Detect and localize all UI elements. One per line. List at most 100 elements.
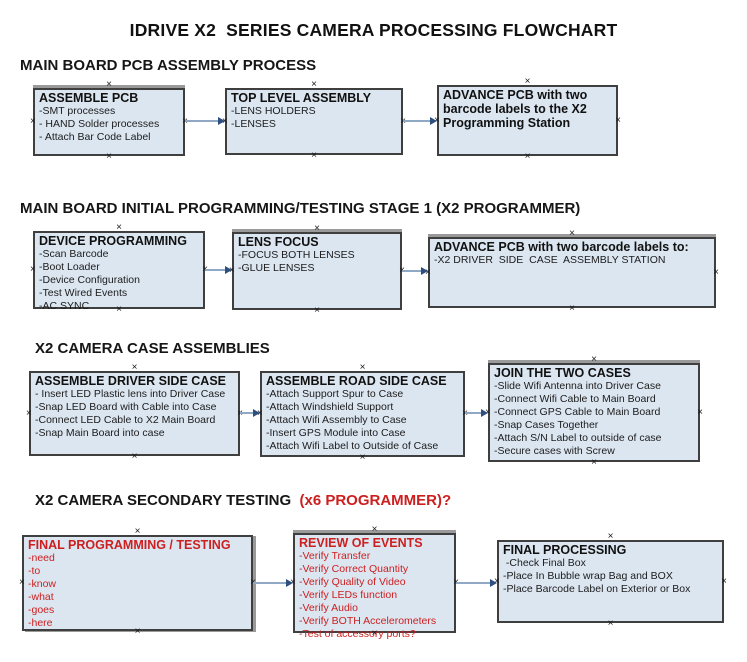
box-line: -Verify LEDs function bbox=[299, 589, 398, 601]
connection-handle-icon: × bbox=[607, 618, 614, 629]
connection-handle-icon: × bbox=[607, 531, 614, 542]
flow-arrow-icon bbox=[465, 409, 488, 417]
box-lines: -X2 DRIVER SIDE CASE ASSEMBLY STATION bbox=[434, 254, 710, 267]
box-line: - HAND Solder processes bbox=[39, 118, 160, 130]
connection-handle-icon: × bbox=[721, 575, 727, 587]
flow-box-join-the-two-cases: JOIN THE TWO CASES -Slide Wifi Antenna i… bbox=[485, 355, 703, 468]
connection-handle-icon: × bbox=[19, 577, 25, 588]
box-line: -GLUE LENSES bbox=[238, 262, 315, 274]
connection-handle-icon: × bbox=[311, 79, 317, 90]
connection-handle-icon: × bbox=[106, 151, 112, 162]
section-heading-secondary-testing: X2 CAMERA SECONDARY TESTING (x6 PROGRAMM… bbox=[35, 492, 451, 509]
box-line: -SMT processes bbox=[39, 105, 116, 117]
box-line: -Device Configuration bbox=[39, 274, 140, 286]
connection-handle-icon: × bbox=[524, 151, 531, 162]
box-lines: -FOCUS BOTH LENSES-GLUE LENSES bbox=[238, 249, 396, 275]
section-heading-initial-programming: MAIN BOARD INITIAL PROGRAMMING/TESTING S… bbox=[20, 200, 581, 217]
box-title: ASSEMBLE PCB bbox=[39, 91, 139, 105]
connection-handle-icon: × bbox=[371, 524, 378, 535]
flow-arrow-icon bbox=[403, 117, 437, 125]
box-line: -to bbox=[28, 565, 41, 577]
flow-box-final-programming-testing: FINAL PROGRAMMING / TESTING -need-to-kno… bbox=[19, 527, 256, 637]
connection-handle-icon: × bbox=[106, 79, 112, 90]
box-lines: -Slide Wifi Antenna into Driver Case-Con… bbox=[494, 380, 694, 458]
box-line: -Attach Wifi Assembly to Case bbox=[266, 414, 407, 426]
section-heading-red-suffix: (x6 PROGRAMMER)? bbox=[291, 492, 452, 509]
box-line: -Verify Transfer bbox=[299, 550, 371, 562]
box-line: -Snap Main Board into case bbox=[35, 427, 165, 439]
box-lines: -need-to-know-what-goes-here bbox=[28, 552, 247, 630]
box-line: -Boot Loader bbox=[39, 261, 100, 273]
flowchart-title: IDRIVE X2 SERIES CAMERA PROCESSING FLOWC… bbox=[129, 20, 618, 40]
box-line: -LENS HOLDERS bbox=[231, 105, 316, 117]
connection-handle-icon: × bbox=[615, 114, 621, 126]
box-line: -Verify BOTH Accelerometers bbox=[299, 615, 437, 627]
section-heading-text: X2 CAMERA SECONDARY TESTING bbox=[35, 492, 292, 509]
box-lines: -Attach Support Spur to Case-Attach Wind… bbox=[266, 388, 459, 453]
flow-arrow-icon bbox=[185, 117, 225, 125]
flow-box-device-programming: DEVICE PROGRAMMING -Scan Barcode-Boot Lo… bbox=[30, 223, 208, 315]
box-lines: -SMT processes- HAND Solder processes- A… bbox=[39, 105, 179, 144]
box-line: -Scan Barcode bbox=[39, 248, 109, 260]
box-line: -Attach Support Spur to Case bbox=[266, 388, 404, 400]
box-lines: -Verify Transfer-Verify Correct Quantity… bbox=[299, 550, 450, 641]
box-line: -LENSES bbox=[231, 118, 276, 130]
connection-handle-icon: × bbox=[26, 407, 32, 419]
box-title: ASSEMBLE DRIVER SIDE CASE bbox=[35, 374, 227, 388]
connection-handle-icon: × bbox=[359, 452, 366, 463]
connection-handle-icon: × bbox=[314, 223, 320, 234]
flow-box-top-level-assembly: TOP LEVEL ASSEMBLY -LENS HOLDERS-LENSES … bbox=[222, 80, 406, 161]
box-title: ASSEMBLE ROAD SIDE CASE bbox=[266, 374, 447, 388]
box-title: FINAL PROGRAMMING / TESTING bbox=[28, 538, 231, 552]
box-lines: -Check Final Box-Place In Bubble wrap Ba… bbox=[503, 557, 718, 596]
box-title: FINAL PROCESSING bbox=[503, 543, 627, 557]
box-line: -Place In Bubble wrap Bag and BOX bbox=[503, 570, 673, 582]
connection-handle-icon: × bbox=[131, 362, 138, 373]
connection-handle-icon: × bbox=[591, 354, 597, 365]
box-line: - Attach Bar Code Label bbox=[39, 131, 151, 143]
box-title: REVIEW OF EVENTS bbox=[299, 536, 423, 550]
box-line: -need bbox=[28, 552, 55, 564]
box-line: -Secure cases with Screw bbox=[494, 445, 615, 457]
flow-box-review-of-events: REVIEW OF EVENTS -Verify Transfer-Verify… bbox=[290, 525, 459, 641]
connection-handle-icon: × bbox=[314, 305, 320, 316]
connection-handle-icon: × bbox=[371, 628, 378, 639]
flow-arrow-icon bbox=[240, 409, 260, 417]
flow-box-advance-pcb-driver-side: ADVANCE PCB with two barcode labels to: … bbox=[425, 229, 719, 314]
box-line: -Attach S/N Label to outside of case bbox=[494, 432, 662, 444]
box-line: -X2 DRIVER SIDE CASE ASSEMBLY STATION bbox=[434, 254, 666, 266]
section-heading-case-assemblies: X2 CAMERA CASE ASSEMBLIES bbox=[35, 340, 270, 357]
box-line: -Test Wired Events bbox=[39, 287, 128, 299]
connection-handle-icon: × bbox=[697, 406, 703, 418]
flow-arrow-icon bbox=[456, 579, 497, 587]
flow-box-advance-pcb-programming-station: ADVANCE PCB with two barcode labels to t… bbox=[434, 77, 621, 162]
connection-handle-icon: × bbox=[569, 303, 575, 314]
box-line: -Verify Quality of Video bbox=[299, 576, 406, 588]
flow-box-assemble-pcb: ASSEMBLE PCB -SMT processes- HAND Solder… bbox=[30, 80, 188, 162]
box-line: -Place Barcode Label on Exterior or Box bbox=[503, 583, 691, 595]
connection-handle-icon: × bbox=[359, 362, 366, 373]
box-line: -AC SYNC bbox=[39, 300, 90, 312]
flow-arrow-icon bbox=[205, 266, 232, 274]
connection-handle-icon: × bbox=[30, 116, 36, 127]
box-line: -Verify Audio bbox=[299, 602, 358, 614]
connection-handle-icon: × bbox=[524, 76, 531, 87]
box-line: -Connect GPS Cable to Main Board bbox=[494, 406, 661, 418]
box-lines: - Insert LED Plastic lens into Driver Ca… bbox=[35, 388, 234, 440]
flow-box-lens-focus: LENS FOCUS -FOCUS BOTH LENSES-GLUE LENSE… bbox=[229, 224, 405, 316]
flow-arrow-icon bbox=[253, 579, 293, 587]
box-line: -Connect Wifi Cable to Main Board bbox=[494, 393, 656, 405]
box-line: -Connect LED Cable to X2 Main Board bbox=[35, 414, 216, 426]
connection-handle-icon: × bbox=[131, 451, 138, 462]
connection-handle-icon: × bbox=[30, 264, 36, 275]
box-title: DEVICE PROGRAMMING bbox=[39, 234, 187, 248]
connection-handle-icon: × bbox=[591, 457, 597, 468]
box-line: -Attach Wifi Label to Outside of Case bbox=[266, 440, 439, 452]
box-line: -Snap Cases Together bbox=[494, 419, 599, 431]
box-lines: -Scan Barcode-Boot Loader-Device Configu… bbox=[39, 248, 199, 313]
box-lines: -LENS HOLDERS-LENSES bbox=[231, 105, 397, 131]
connection-handle-icon: × bbox=[116, 222, 122, 233]
flow-box-final-processing: FINAL PROCESSING -Check Final Box-Place … bbox=[494, 532, 727, 629]
connection-handle-icon: × bbox=[134, 626, 141, 637]
